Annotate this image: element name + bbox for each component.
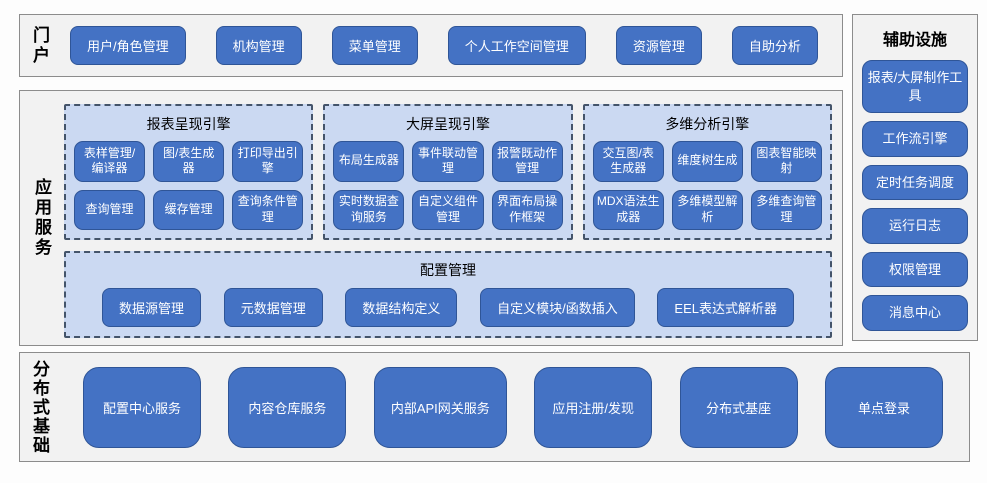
auxiliary-section: 辅助设施 报表/大屏制作工具工作流引擎定时任务调度运行日志权限管理消息中心 [852,14,978,341]
config-button[interactable]: 元数据管理 [223,287,323,327]
engine-button[interactable]: 图表智能映射 [750,141,822,182]
engine-button[interactable]: 缓存管理 [153,189,225,230]
engine-button[interactable]: 多维模型解析 [671,189,743,230]
olap-engine-panel: 多维分析引擎 交互图/表生成器维度树生成图表智能映射 MDX语法生成器多维模型解析… [582,104,832,240]
engine-button[interactable]: 界面布局操作框架 [491,189,563,230]
report-engine-buttons: 表样管理/编译器图/表生成器打印导出引擎查询管理缓存管理查询条件管理 [74,141,304,230]
portal-button[interactable]: 资源管理 [615,26,702,65]
engine-button[interactable]: 查询条件管理 [232,189,304,230]
config-button[interactable]: 自定义模块/函数插入 [480,287,635,327]
portal-button[interactable]: 个人工作空间管理 [447,26,586,65]
auxiliary-button[interactable]: 报表/大屏制作工具 [862,60,968,114]
portal-button[interactable]: 自助分析 [731,26,818,65]
olap-engine-buttons: 交互图/表生成器维度树生成图表智能映射 MDX语法生成器多维模型解析多维查询管理 [592,141,822,230]
config-management-panel: 配置管理 数据源管理元数据管理数据结构定义自定义模块/函数插入 EEL表达式解析器 [64,251,832,338]
engine-panels-row: 报表呈现引擎 表样管理/编译器图/表生成器打印导出引擎查询管理缓存管理查询条件管… [64,104,832,240]
portal-button[interactable]: 用户/角色管理 [70,26,186,65]
portal-buttons: 用户/角色管理机构管理菜单管理个人工作空间管理资源管理自助分析 [48,26,842,65]
auxiliary-button[interactable]: 定时任务调度 [862,164,968,201]
engine-button[interactable]: 报警既动作管理 [491,141,563,182]
olap-engine-title: 多维分析引擎 [665,116,750,132]
auxiliary-button[interactable]: 工作流引擎 [862,121,968,157]
portal-section: 门户 用户/角色管理机构管理菜单管理个人工作空间管理资源管理自助分析 [19,14,843,77]
distributed-button[interactable]: 分布式基座 [679,366,798,448]
app-services-section: 应用服务 报表呈现引擎 表样管理/编译器图/表生成器打印导出引擎查询管理缓存管理… [19,90,843,346]
auxiliary-button[interactable]: 运行日志 [862,208,968,244]
engine-button[interactable]: 交互图/表生成器 [592,141,664,182]
engine-button[interactable]: 打印导出引擎 [232,141,304,182]
engine-button[interactable]: 表样管理/编译器 [74,141,146,182]
distributed-label: 分布式基础 [30,359,49,455]
engine-button[interactable]: 多维查询管理 [750,189,822,230]
engine-button[interactable]: 查询管理 [74,189,146,230]
bigscreen-engine-buttons: 布局生成器事件联动管理报警既动作管理实时数据查询服务自定义组件管理界面布局操作框… [333,141,563,230]
distributed-button[interactable]: 配置中心服务 [83,366,201,448]
config-button[interactable]: EEL表达式解析器 [657,287,794,327]
engine-button[interactable]: 自定义组件管理 [412,189,484,230]
config-management-title: 配置管理 [420,262,476,278]
app-services-content: 报表呈现引擎 表样管理/编译器图/表生成器打印导出引擎查询管理缓存管理查询条件管… [64,91,842,345]
portal-button[interactable]: 菜单管理 [331,26,418,65]
distributed-section: 分布式基础 配置中心服务内容仓库服务内部API网关服务应用注册/发现分布式基座单… [19,352,970,462]
bigscreen-engine-panel: 大屏呈现引擎 布局生成器事件联动管理报警既动作管理实时数据查询服务自定义组件管理… [323,104,573,240]
auxiliary-button[interactable]: 权限管理 [862,251,968,288]
report-engine-title: 报表呈现引擎 [146,116,231,132]
engine-button[interactable]: MDX语法生成器 [592,189,664,230]
engine-button[interactable]: 图/表生成器 [153,141,225,182]
portal-button[interactable]: 机构管理 [215,26,302,65]
engine-button[interactable]: 布局生成器 [333,141,405,182]
distributed-button[interactable]: 内容仓库服务 [228,366,347,448]
distributed-button[interactable]: 单点登录 [825,366,943,448]
distributed-button[interactable]: 内部API网关服务 [373,366,507,448]
auxiliary-buttons: 报表/大屏制作工具工作流引擎定时任务调度运行日志权限管理消息中心 [853,52,977,343]
bigscreen-engine-title: 大屏呈现引擎 [405,116,490,132]
portal-label: 门户 [30,25,49,66]
distributed-button[interactable]: 应用注册/发现 [534,366,653,448]
config-button[interactable]: 数据源管理 [102,287,202,327]
engine-button[interactable]: 维度树生成 [671,141,743,182]
engine-button[interactable]: 事件联动管理 [412,141,484,182]
engine-button[interactable]: 实时数据查询服务 [333,189,405,230]
auxiliary-title: 辅助设施 [882,32,947,49]
config-management-buttons: 数据源管理元数据管理数据结构定义自定义模块/函数插入 EEL表达式解析器 [74,287,822,327]
app-services-label: 应用服务 [32,178,51,258]
auxiliary-button[interactable]: 消息中心 [862,295,968,331]
distributed-buttons: 配置中心服务内容仓库服务内部API网关服务应用注册/发现分布式基座单点登录 [59,366,969,448]
config-button[interactable]: 数据结构定义 [345,287,458,327]
report-engine-panel: 报表呈现引擎 表样管理/编译器图/表生成器打印导出引擎查询管理缓存管理查询条件管… [64,104,314,240]
